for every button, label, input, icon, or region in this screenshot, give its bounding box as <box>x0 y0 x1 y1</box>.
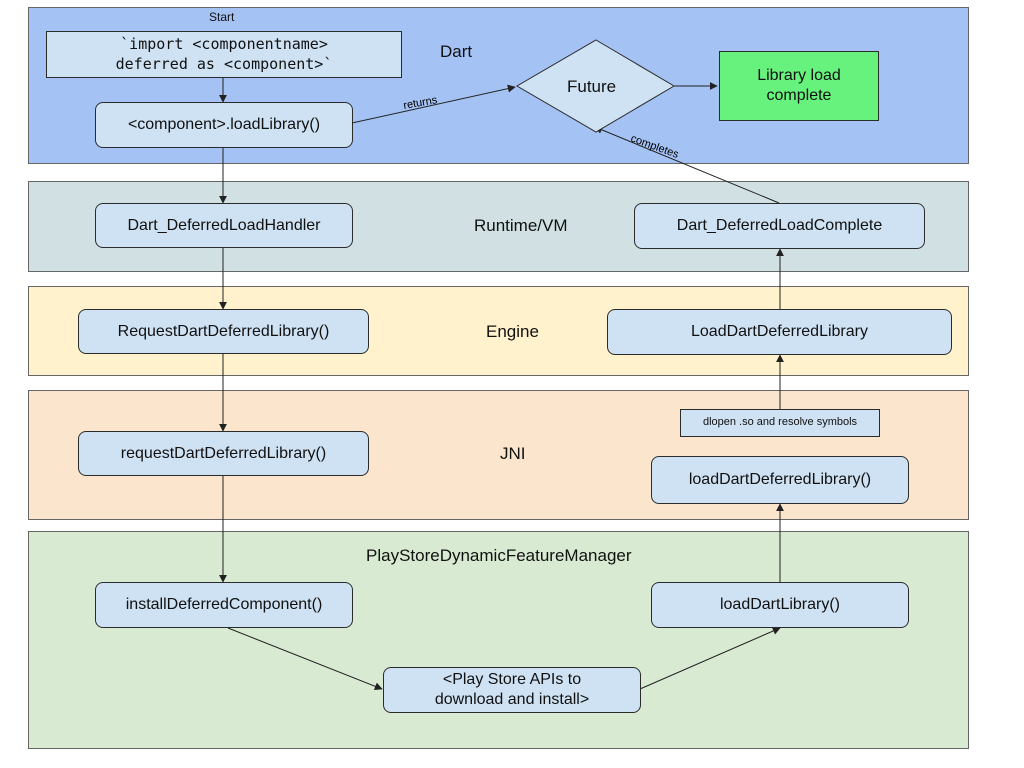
load-dart-library-node: loadDartLibrary() <box>651 582 909 628</box>
load-library-node: <component>.loadLibrary() <box>95 102 353 148</box>
request-dart-deferred-library-engine-node: RequestDartDeferredLibrary() <box>78 309 369 354</box>
import-statement-box: `import <componentname> deferred as <com… <box>46 31 402 78</box>
deferred-load-complete-node: Dart_DeferredLoadComplete <box>634 203 925 249</box>
edge-complete-to-future <box>594 126 780 204</box>
load-dart-deferred-library-engine-node: LoadDartDeferredLibrary <box>607 309 952 355</box>
future-diamond <box>516 39 675 133</box>
dart-layer-label: Dart <box>440 42 473 61</box>
play-store-apis-node: <Play Store APIs to download and install… <box>383 667 641 713</box>
library-load-complete-text: Library load complete <box>757 67 841 104</box>
playstore-layer-label: PlayStoreDynamicFeatureManager <box>366 546 632 565</box>
engine-layer-label: Engine <box>486 322 539 341</box>
install-deferred-component-node: installDeferredComponent() <box>95 582 353 628</box>
edge-playstore-to-loaddartlibrary <box>639 627 781 690</box>
jni-layer-label: JNI <box>500 444 526 463</box>
load-dart-deferred-library-jni-node: loadDartDeferredLibrary() <box>651 456 909 504</box>
dlopen-note-box: dlopen .so and resolve symbols <box>680 409 880 437</box>
play-store-line-1: <Play Store APIs to <box>442 671 582 688</box>
returns-label: returns <box>402 94 438 112</box>
library-load-complete-node: Library load complete <box>719 51 879 121</box>
request-dart-deferred-library-jni-node: requestDartDeferredLibrary() <box>78 431 369 476</box>
start-label: Start <box>209 10 235 24</box>
play-store-line-2: download and install> <box>434 691 590 708</box>
edge-loadlibrary-to-future <box>351 84 516 124</box>
import-line-1: `import <componentname> <box>120 35 328 53</box>
runtime-layer-label: Runtime/VM <box>474 216 568 235</box>
import-line-2: deferred as <component>` <box>115 54 333 73</box>
deferred-load-handler-node: Dart_DeferredLoadHandler <box>95 203 353 248</box>
future-label: Future <box>567 77 617 96</box>
edge-install-to-playstore <box>227 627 383 691</box>
completes-label: completes <box>629 133 681 162</box>
